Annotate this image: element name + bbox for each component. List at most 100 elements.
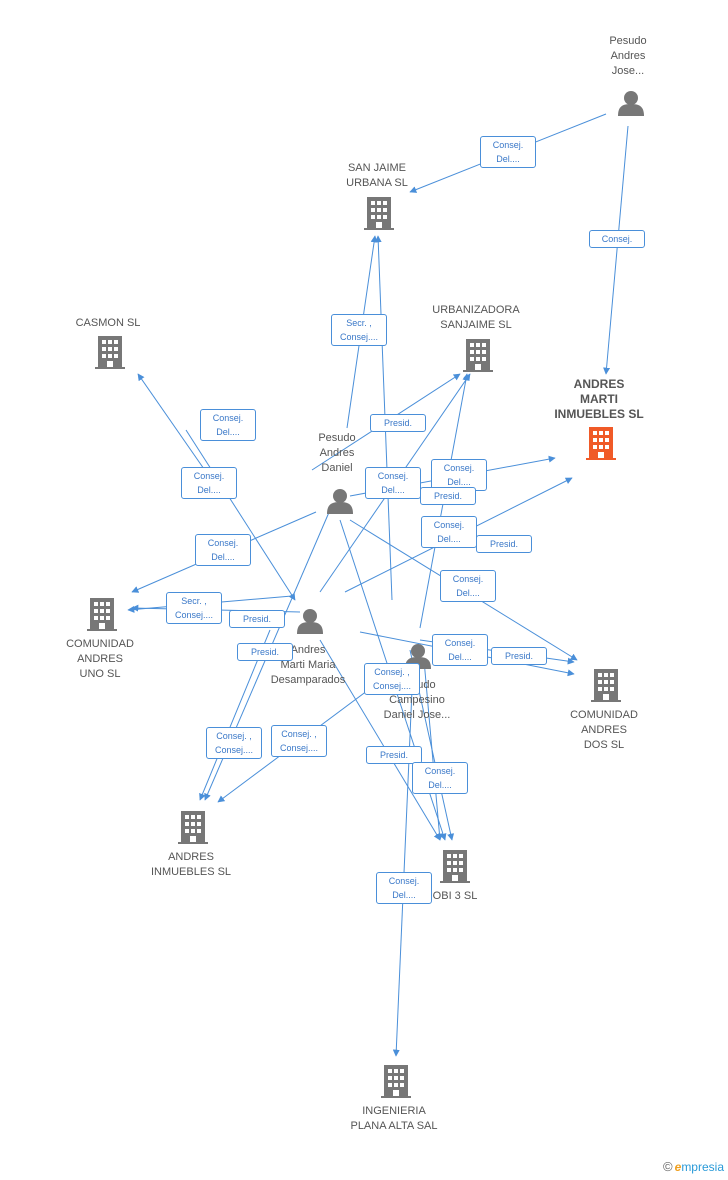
relation-label-line: Consej. (212, 413, 244, 423)
relation-label[interactable]: Presid. (237, 643, 293, 661)
building-icon[interactable] (463, 339, 493, 372)
relation-label[interactable]: Presid. (366, 746, 422, 764)
relation-label[interactable]: Consej.Del.... (432, 634, 488, 666)
relation-label-line: Consej. (601, 234, 633, 244)
building-icon[interactable] (87, 598, 117, 631)
building-icon[interactable] (440, 850, 470, 883)
relation-label-line: Del.... (211, 552, 235, 562)
building-icon[interactable] (591, 669, 621, 702)
relation-label-line: Del.... (392, 890, 416, 900)
relation-label[interactable]: Presid. (476, 535, 532, 553)
node-label-line: INGENIERIA (362, 1105, 426, 1117)
relation-label[interactable]: Presid. (420, 487, 476, 505)
relation-label-line: Del.... (381, 485, 405, 495)
edges-layer (127, 113, 629, 1057)
node-label-line: SAN JAIME (347, 162, 407, 174)
relation-edge (423, 659, 443, 841)
relation-label[interactable]: Consej.Del.... (195, 534, 251, 566)
relation-label-line: Presid. (383, 418, 412, 428)
node-label-line: INMUEBLES SL (150, 866, 232, 878)
relation-label-line: Consej. , (374, 667, 410, 677)
brand-logo-text: mpresia (681, 1160, 724, 1174)
node-label-urbanizadora[interactable]: URBANIZADORA SANJAIME SL (432, 303, 519, 333)
node-label-comunidad-uno[interactable]: COMUNIDAD ANDRES UNO SL (66, 637, 134, 682)
relation-label-line: Presid. (489, 539, 518, 549)
relation-label[interactable]: Consej.Del.... (181, 467, 237, 499)
relation-label-line: Del.... (456, 588, 480, 598)
relation-label-line: Secr. , (346, 318, 372, 328)
relation-label-line: Del.... (216, 427, 240, 437)
relation-label[interactable]: Consej. ,Consej.... (271, 725, 327, 757)
relation-label-line: Del.... (437, 534, 461, 544)
node-label-line: COMUNIDAD (66, 638, 134, 650)
relation-label-line: Presid. (250, 647, 279, 657)
building-icon[interactable] (586, 427, 616, 460)
relation-label[interactable]: Presid. (491, 647, 547, 665)
relation-label[interactable]: Secr. , Consej.... (331, 314, 387, 346)
relation-label[interactable]: Consej. ,Consej.... (364, 663, 420, 695)
relation-label[interactable]: Consej.Del.... (440, 570, 496, 602)
node-label-line: OBI 3 SL (432, 890, 478, 902)
relation-label-line: Consej. (193, 471, 225, 481)
relation-label-line: Presid. (242, 614, 271, 624)
relation-label-line: Consej. (388, 876, 420, 886)
node-label-andres-inmuebles[interactable]: ANDRES INMUEBLES SL (151, 850, 231, 880)
relation-label[interactable]: Presid. (370, 414, 426, 432)
relation-label[interactable]: Consej. (589, 230, 645, 248)
node-label-line: ANDRES (168, 851, 214, 863)
relation-edge (319, 639, 441, 841)
brand-logo-e: e (674, 1160, 682, 1174)
node-label-casmon[interactable]: CASMON SL (76, 316, 141, 331)
relation-label[interactable]: Secr. ,Consej.... (166, 592, 222, 624)
relation-label-line: Consej. (443, 463, 475, 473)
relation-label[interactable]: Consej.Del.... (365, 467, 421, 499)
relation-label[interactable]: Consej. ,Consej.... (206, 727, 262, 759)
relation-label[interactable]: Presid. (229, 610, 285, 628)
node-label-line: Daniel (321, 462, 353, 474)
node-label-san-jaime[interactable]: SAN JAIME URBANA SL (346, 161, 408, 191)
node-label-ingenieria[interactable]: INGENIERIA PLANA ALTA SAL (350, 1104, 437, 1134)
footer-brand: ©empresia (663, 1159, 724, 1174)
relation-label-line: Presid. (504, 651, 533, 661)
relation-edge (185, 429, 296, 601)
relation-label-line: Del.... (447, 477, 471, 487)
relation-label[interactable]: Consej. Del.... (421, 516, 477, 548)
node-label-line: ANDRES (573, 377, 625, 391)
node-label-line: Pesudo (318, 432, 356, 444)
person-icon[interactable] (327, 489, 353, 514)
relation-label[interactable]: Consej. Del.... (412, 762, 468, 794)
node-label-line: CASMON SL (75, 317, 141, 329)
relation-label-line: Consej. (424, 766, 456, 776)
node-label-line: SANJAIME SL (440, 319, 512, 331)
node-label-line: URBANA SL (346, 177, 408, 189)
person-icon[interactable] (618, 91, 644, 116)
node-label-line: UNO SL (79, 668, 121, 680)
relation-label-line: Consej. (433, 520, 465, 530)
relation-label-line: Consej. , (216, 731, 252, 741)
relation-label[interactable]: Consej. Del.... (480, 136, 536, 168)
relation-label-line: Consej. (492, 140, 524, 150)
relation-label[interactable]: Consej. Del.... (200, 409, 256, 441)
node-label-obi3[interactable]: OBI 3 SL (433, 889, 478, 904)
relation-label-line: Del.... (428, 780, 452, 790)
building-icon[interactable] (178, 811, 208, 844)
node-label-line: INMUEBLES SL (554, 407, 644, 421)
relation-label-line: Consej.... (339, 332, 379, 342)
relation-label-line: Del.... (496, 154, 520, 164)
node-label-line: Daniel Jose... (383, 709, 451, 721)
building-icon[interactable] (364, 197, 394, 230)
building-icon[interactable] (95, 336, 125, 369)
node-label-line: PLANA ALTA SAL (350, 1120, 438, 1132)
relation-label[interactable]: Consej. Del.... (431, 459, 487, 491)
node-label-line: ANDRES (77, 653, 123, 665)
node-label-line: URBANIZADORA (432, 304, 520, 316)
person-icon[interactable] (297, 609, 323, 634)
relation-label[interactable]: Consej. Del.... (376, 872, 432, 904)
node-label-line: Desamparados (270, 674, 346, 686)
building-icon[interactable] (381, 1065, 411, 1098)
